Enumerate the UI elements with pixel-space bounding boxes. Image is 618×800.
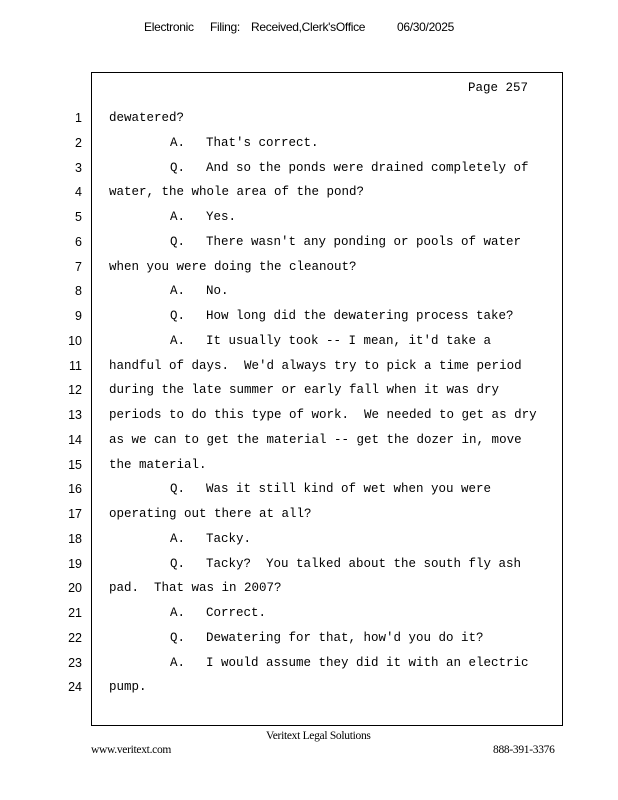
transcript-line: 11 handful of days. We'd always try to pi…	[0, 359, 618, 379]
transcript-line: 2 A. That's correct.	[0, 136, 618, 156]
speaker-label: Q.	[170, 630, 186, 645]
line-text: No.	[206, 284, 229, 299]
line-number: 22	[68, 630, 82, 645]
line-text: as we can to get the material -- get the…	[109, 432, 522, 447]
line-number: 18	[68, 531, 82, 546]
line-number: 23	[68, 655, 82, 670]
line-text: Tacky? You talked about the south fly as…	[206, 556, 522, 571]
transcript-line: 20 pad. That was in 2007?	[0, 581, 618, 601]
transcript-border	[91, 72, 563, 726]
speaker-label: A.	[170, 210, 186, 224]
line-number: 14	[68, 432, 82, 447]
line-number: 12	[68, 383, 82, 398]
line-text: Was it still kind of wet when you were	[206, 482, 492, 497]
transcript-line: 10 A. It usually took -- I mean, it'd take…	[0, 334, 618, 354]
stamp-received: Received,Clerk'sOffice	[251, 20, 366, 34]
line-number: 2	[75, 135, 82, 150]
line-text: pad. That was in 2007?	[109, 581, 282, 596]
speaker-label: A.	[170, 606, 186, 620]
stamp-electronic: Electronic	[144, 20, 194, 34]
line-number: 17	[68, 507, 82, 521]
speaker-label: A.	[170, 655, 186, 670]
line-number: 5	[75, 210, 82, 224]
line-text: It usually took -- I mean, it'd take a	[206, 333, 492, 348]
stamp-filing: Filing:	[210, 20, 240, 34]
transcript-line: 12 during the late summer or early fall w…	[0, 383, 618, 403]
transcript-line: 4 water, the whole area of the pond?	[0, 185, 618, 205]
footer-website: www.veritext.com	[91, 744, 172, 756]
line-text: There wasn't any ponding or pools of wat…	[206, 234, 522, 249]
line-text: And so the ponds were drained completely…	[206, 160, 529, 175]
transcript-line: 7 when you were doing the cleanout?	[0, 260, 618, 280]
line-number: 19	[68, 556, 82, 571]
line-number: 7	[75, 259, 82, 274]
line-text: I would assume they did it with an elect…	[206, 655, 529, 670]
line-text: Yes.	[206, 210, 237, 224]
line-number: 10	[68, 333, 82, 348]
line-text: operating out there at all?	[109, 507, 312, 521]
transcript-line: 14 as we can to get the material -- get t…	[0, 433, 618, 453]
transcript-line: 9 Q. How long did the dewatering process t…	[0, 309, 618, 329]
line-text: handful of days. We'd always try to pick…	[109, 358, 522, 373]
transcript-line: 1 dewatered?	[0, 111, 618, 131]
line-text: pump.	[109, 680, 147, 695]
line-text: when you were doing the cleanout?	[109, 259, 357, 274]
speaker-label: A.	[170, 333, 186, 348]
transcript-line: 13 periods to do this type of work. We ne…	[0, 408, 618, 428]
line-number: 24	[68, 680, 82, 695]
transcript-line: 8 A. No.	[0, 284, 618, 304]
line-number: 9	[75, 309, 82, 323]
footer-phone: 888-391-3376	[493, 744, 555, 756]
transcript-line: 6 Q. There wasn't any ponding or pools of …	[0, 235, 618, 255]
transcript-line: 23 A. I would assume they did it with an e…	[0, 656, 618, 676]
speaker-label: Q.	[170, 160, 186, 175]
line-number: 16	[68, 482, 82, 497]
speaker-label: A.	[170, 284, 186, 299]
transcript-line: 15 the material.	[0, 458, 618, 478]
page-number: Page 257	[468, 81, 529, 95]
line-text: Correct.	[206, 606, 267, 620]
line-number: 4	[75, 185, 82, 200]
stamp-date: 06/30/2025	[397, 20, 455, 34]
line-text: How long did the dewatering process take…	[206, 309, 514, 323]
line-text: dewatered?	[109, 111, 185, 125]
speaker-label: Q.	[170, 309, 186, 323]
line-text: periods to do this type of work. We need…	[109, 408, 537, 422]
line-number: 11	[69, 358, 82, 373]
line-number: 6	[75, 234, 82, 249]
line-number: 20	[68, 581, 82, 596]
line-text: the material.	[109, 457, 207, 472]
speaker-label: Q.	[170, 482, 186, 497]
transcript-line: 19 Q. Tacky? You talked about the south fl…	[0, 557, 618, 577]
line-text: That's correct.	[206, 135, 319, 150]
transcript-line: 3 Q. And so the ponds were drained complet…	[0, 161, 618, 181]
line-text: water, the whole area of the pond?	[109, 185, 365, 200]
speaker-label: Q.	[170, 234, 186, 249]
line-number: 15	[68, 457, 82, 472]
speaker-label: Q.	[170, 556, 186, 571]
transcript-line: 21 A. Correct.	[0, 606, 618, 626]
line-number: 8	[75, 284, 82, 299]
line-text: Tacky.	[206, 531, 252, 546]
speaker-label: A.	[170, 135, 186, 150]
line-number: 1	[75, 111, 82, 125]
line-number: 3	[75, 160, 82, 175]
line-number: 13	[68, 408, 82, 422]
footer-company: Veritext Legal Solutions	[266, 730, 371, 742]
line-text: Dewatering for that, how'd you do it?	[206, 630, 484, 645]
line-text: during the late summer or early fall whe…	[109, 383, 500, 398]
transcript-line: 16 Q. Was it still kind of wet when you we…	[0, 482, 618, 502]
transcript-line: 5 A. Yes.	[0, 210, 618, 230]
transcript-line: 17 operating out there at all?	[0, 507, 618, 527]
transcript-line: 22 Q. Dewatering for that, how'd you do it…	[0, 631, 618, 651]
speaker-label: A.	[170, 531, 186, 546]
transcript-line: 18 A. Tacky.	[0, 532, 618, 552]
transcript-line: 24 pump.	[0, 680, 618, 700]
line-number: 21	[68, 606, 82, 620]
